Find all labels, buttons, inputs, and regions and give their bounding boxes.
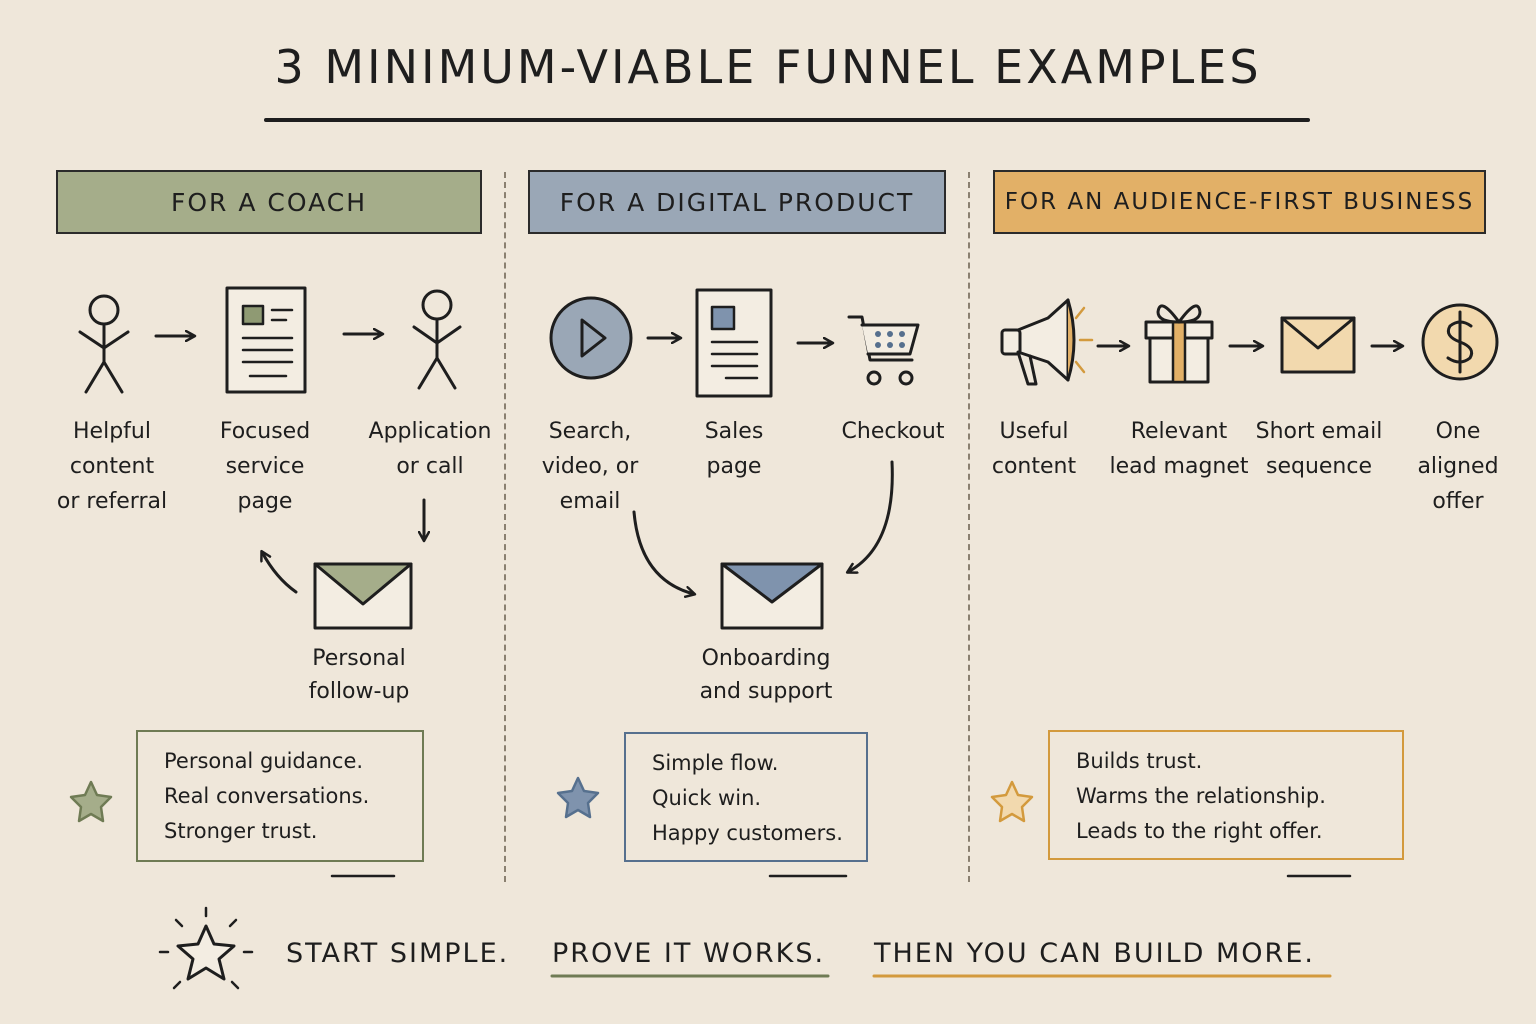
benefit-line: Quick win. <box>652 786 762 810</box>
benefit-line: Warms the relationship. <box>1076 784 1326 808</box>
gift-icon <box>1144 304 1214 384</box>
benefit-line: Personal guidance. <box>164 749 364 773</box>
step-label-aligned-offer: One aligned offer <box>1417 419 1499 514</box>
dollar-coin-icon <box>1421 303 1499 381</box>
coach-benefits-box: Personal guidance. Real conversations. S… <box>136 730 424 862</box>
envelope-icon <box>720 562 824 630</box>
envelope-icon <box>1280 316 1356 374</box>
step-label-lead-magnet: Relevant lead magnet <box>1109 419 1249 479</box>
footer-build-more: Then you can build more. <box>874 938 1315 969</box>
megaphone-icon <box>1000 298 1094 386</box>
step-label-checkout: Checkout <box>841 419 945 444</box>
benefit-line: Real conversations. <box>164 784 370 808</box>
audience-benefits-box: Builds trust. Warms the relationship. Le… <box>1048 730 1404 860</box>
benefit-line: Simple flow. <box>652 751 779 775</box>
stick-figure-icon <box>412 289 462 390</box>
coach-header: For a Coach <box>56 170 482 234</box>
step-label-focused-service-page: Focused service page <box>219 419 311 514</box>
envelope-icon <box>313 562 413 630</box>
star-icon-coach <box>69 780 113 823</box>
column-divider-1 <box>504 172 506 882</box>
step-label-sales-page: Sales page <box>704 419 764 479</box>
document-icon <box>695 288 773 398</box>
play-button-icon <box>549 296 633 380</box>
benefit-line: Stronger trust. <box>164 819 318 843</box>
footer-start-simple: Start simple. <box>286 938 510 969</box>
step-label-helpful-content: Helpful content or referral <box>56 419 168 514</box>
sparkle-star-icon <box>158 906 254 990</box>
stick-figure-icon <box>78 294 130 394</box>
footer-prove-it-works: Prove it works. <box>552 938 826 969</box>
step-label-application: Application or call <box>368 419 492 479</box>
benefit-line: Happy customers. <box>652 821 843 845</box>
step-label-useful-content: Useful content <box>991 419 1077 479</box>
step-label-personal-follow-up: Personal follow-up <box>308 646 410 704</box>
arrow-coach-return <box>262 552 298 594</box>
arrow-digital-right <box>848 460 894 572</box>
benefit-line: Leads to the right offer. <box>1076 819 1323 843</box>
audience-first-header: For an Audience-First Business <box>993 170 1486 234</box>
document-icon <box>225 286 307 394</box>
star-icon-digital <box>556 776 600 819</box>
column-divider-2 <box>968 172 970 882</box>
arrow-digital-left <box>632 510 694 594</box>
step-label-onboarding-support: Onboarding and support <box>699 646 833 704</box>
star-icon-audience <box>990 780 1034 823</box>
step-label-search-video-email: Search, video, or email <box>541 419 639 514</box>
digital-product-header: For a Digital Product <box>528 170 946 234</box>
benefit-line: Builds trust. <box>1076 749 1203 773</box>
page-title: 3 Minimum-Viable Funnel Examples <box>274 40 1262 94</box>
shopping-cart-icon <box>847 315 920 386</box>
step-label-email-sequence: Short email sequence <box>1255 419 1383 479</box>
digital-benefits-box: Simple flow. Quick win. Happy customers. <box>624 732 868 862</box>
title-underline <box>264 118 1310 122</box>
